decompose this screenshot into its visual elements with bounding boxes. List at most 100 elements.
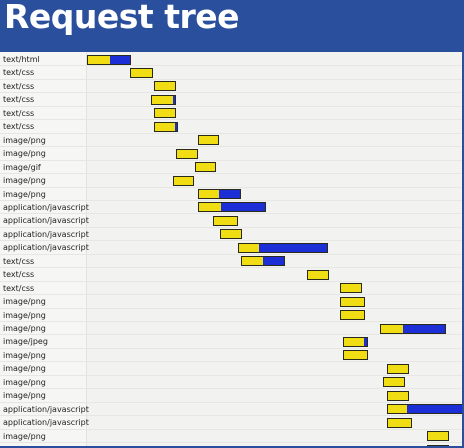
request-timing-bar[interactable] bbox=[343, 350, 368, 360]
row-separator bbox=[0, 361, 462, 362]
request-timing-bar[interactable] bbox=[154, 81, 176, 91]
row-separator bbox=[0, 321, 462, 322]
request-type-label: image/png bbox=[3, 364, 46, 373]
request-timing-bar[interactable] bbox=[195, 162, 216, 172]
waterfall-panel: text/html text/css text/css text/css text/cs… bbox=[0, 52, 462, 446]
request-type-label: image/png bbox=[3, 311, 46, 320]
request-type-label: text/css bbox=[3, 82, 35, 91]
receive-segment bbox=[175, 123, 177, 131]
receive-segment bbox=[407, 405, 462, 413]
row-separator bbox=[0, 388, 462, 389]
request-type-label: image/png bbox=[3, 190, 46, 199]
row-separator bbox=[0, 308, 462, 309]
row-separator bbox=[0, 133, 462, 134]
request-type-label: application/javascript bbox=[3, 203, 89, 212]
row-separator bbox=[0, 281, 462, 282]
request-type-label: image/gif bbox=[3, 163, 41, 172]
request-type-label: image/png bbox=[3, 297, 46, 306]
request-timing-bar[interactable] bbox=[307, 270, 329, 280]
request-type-label: image/png bbox=[3, 149, 46, 158]
request-type-column bbox=[0, 52, 87, 446]
request-timing-bar[interactable] bbox=[173, 176, 194, 186]
row-separator bbox=[0, 240, 462, 241]
row-separator bbox=[0, 213, 462, 214]
request-type-label: text/css bbox=[3, 95, 35, 104]
request-type-label: image/jpeg bbox=[3, 337, 48, 346]
request-type-label: image/png bbox=[3, 351, 46, 360]
row-separator bbox=[0, 106, 462, 107]
request-timing-bar[interactable] bbox=[387, 391, 409, 401]
request-timing-bar[interactable] bbox=[220, 229, 242, 239]
request-type-label: text/css bbox=[3, 109, 35, 118]
receive-segment bbox=[221, 203, 265, 211]
request-timing-bar[interactable] bbox=[238, 243, 328, 253]
row-separator bbox=[0, 375, 462, 376]
row-separator bbox=[0, 200, 462, 201]
row-separator bbox=[0, 187, 462, 188]
request-timing-bar[interactable] bbox=[340, 283, 362, 293]
receive-segment bbox=[219, 190, 240, 198]
request-timing-bar[interactable] bbox=[383, 377, 405, 387]
request-timing-bar[interactable] bbox=[387, 404, 462, 414]
request-timing-bar[interactable] bbox=[154, 108, 176, 118]
row-separator bbox=[0, 254, 462, 255]
request-type-label: text/html bbox=[3, 55, 40, 64]
request-type-label: application/javascript bbox=[3, 243, 89, 252]
request-type-label: image/png bbox=[3, 391, 46, 400]
row-separator bbox=[0, 442, 462, 443]
receive-segment bbox=[403, 325, 445, 333]
request-type-label: application/javascript bbox=[3, 230, 89, 239]
request-type-label: image/png bbox=[3, 378, 46, 387]
request-timing-bar[interactable] bbox=[380, 324, 446, 334]
request-timing-bar[interactable] bbox=[198, 135, 219, 145]
request-type-label: image/png bbox=[3, 324, 46, 333]
request-timing-bar[interactable] bbox=[427, 445, 449, 446]
request-type-label: image/png bbox=[3, 136, 46, 145]
request-type-label: image/png bbox=[3, 443, 46, 446]
row-separator bbox=[0, 227, 462, 228]
request-timing-bar[interactable] bbox=[241, 256, 285, 266]
row-separator bbox=[0, 334, 462, 335]
request-type-label: application/javascript bbox=[3, 216, 89, 225]
request-type-label: text/css bbox=[3, 270, 35, 279]
request-timing-bar[interactable] bbox=[213, 216, 238, 226]
request-timing-bar[interactable] bbox=[387, 364, 409, 374]
request-timing-bar[interactable] bbox=[427, 431, 449, 441]
row-separator bbox=[0, 92, 462, 93]
row-separator bbox=[0, 415, 462, 416]
receive-segment bbox=[364, 338, 367, 346]
request-timing-bar[interactable] bbox=[198, 189, 241, 199]
request-timing-bar[interactable] bbox=[151, 95, 176, 105]
request-type-label: image/png bbox=[3, 176, 46, 185]
row-separator bbox=[0, 173, 462, 174]
receive-segment bbox=[110, 56, 130, 64]
request-timing-bar[interactable] bbox=[343, 337, 368, 347]
request-type-label: text/css bbox=[3, 68, 35, 77]
request-timing-bar[interactable] bbox=[340, 310, 365, 320]
row-separator bbox=[0, 267, 462, 268]
row-separator bbox=[0, 65, 462, 66]
request-type-label: image/png bbox=[3, 432, 46, 441]
request-type-label: application/javascript bbox=[3, 405, 89, 414]
receive-segment bbox=[173, 96, 175, 104]
row-separator bbox=[0, 160, 462, 161]
row-separator bbox=[0, 146, 462, 147]
request-timing-bar[interactable] bbox=[387, 418, 412, 428]
row-separator bbox=[0, 429, 462, 430]
request-type-label: text/css bbox=[3, 122, 35, 131]
request-timing-bar[interactable] bbox=[340, 297, 365, 307]
receive-segment bbox=[263, 257, 284, 265]
page-title: Request tree bbox=[4, 0, 240, 36]
request-type-label: application/javascript bbox=[3, 418, 89, 427]
request-timing-bar[interactable] bbox=[198, 202, 266, 212]
receive-segment bbox=[259, 244, 327, 252]
request-timing-bar[interactable] bbox=[87, 55, 131, 65]
row-separator bbox=[0, 119, 462, 120]
request-timing-bar[interactable] bbox=[176, 149, 198, 159]
row-separator bbox=[0, 79, 462, 80]
request-type-label: text/css bbox=[3, 257, 35, 266]
request-timing-bar[interactable] bbox=[154, 122, 178, 132]
row-separator bbox=[0, 402, 462, 403]
request-timing-bar[interactable] bbox=[130, 68, 153, 78]
